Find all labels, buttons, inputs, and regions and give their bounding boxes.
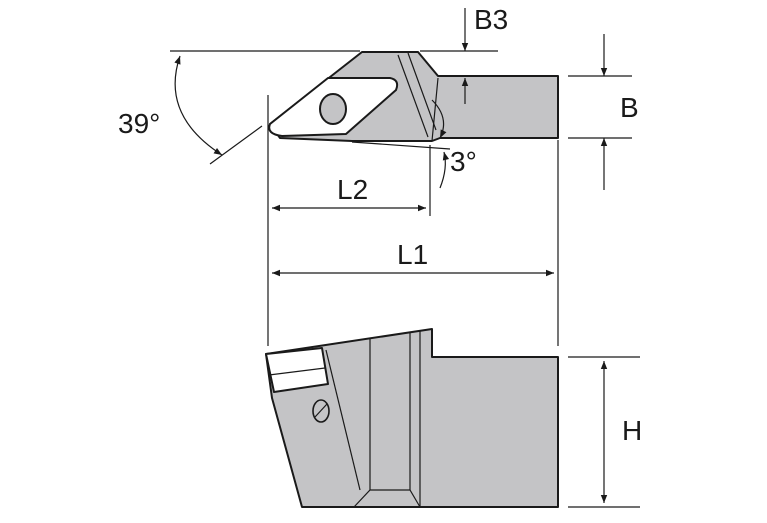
side-view-insert [265, 347, 329, 393]
b-dimension: B [568, 34, 639, 190]
side-view-chamfer [353, 489, 421, 508]
l2-label: L2 [337, 174, 368, 205]
l1-dimension: L1 [272, 140, 559, 346]
top-view [268, 51, 559, 142]
insert-screw-hole [319, 93, 347, 125]
angle-3-label: 3° [450, 146, 477, 177]
side-view-body [265, 328, 559, 508]
h-label: H [622, 415, 642, 446]
side-view-screw [312, 399, 330, 423]
top-view-groove-line [397, 54, 429, 138]
side-view-insert-edge [268, 367, 326, 376]
angle-39-dimension: 39° [118, 50, 360, 165]
top-view-groove-line [407, 52, 437, 131]
b-label: B [620, 92, 639, 123]
angle-3-dimension: 3° [351, 99, 477, 189]
b3-dimension: B3 [420, 4, 508, 104]
side-view-ridge-line [325, 349, 361, 491]
side-view [265, 328, 559, 508]
angle-39-label: 39° [118, 108, 160, 139]
side-view-screw-slot [314, 403, 328, 418]
b3-label: B3 [474, 4, 508, 35]
l1-label: L1 [397, 239, 428, 270]
h-dimension: H [568, 356, 642, 508]
top-view-edge-line [431, 77, 439, 142]
l2-dimension: L2 [267, 95, 431, 346]
